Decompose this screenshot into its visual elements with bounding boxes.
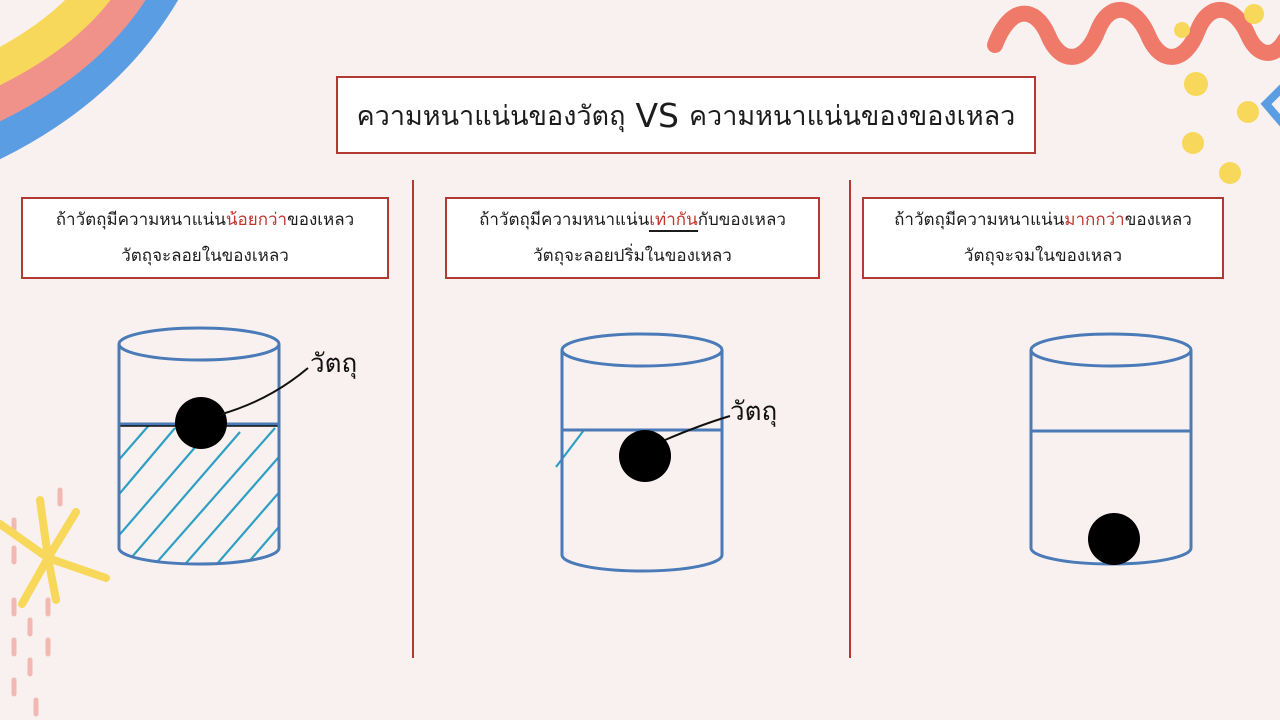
object-ball	[1088, 513, 1140, 565]
panel-less-dense-caption: ถ้าวัตถุมีความหนาแน่นน้อยกว่าของเหลว วัต…	[21, 197, 389, 279]
panel-text: ถ้าวัตถุมีความหนาแน่น	[55, 210, 226, 230]
beaker-rim	[560, 332, 724, 368]
panel-text: ถ้าวัตถุมีความหนาแน่น	[479, 210, 650, 230]
beaker-rim	[117, 326, 281, 362]
page-title: ความหนาแน่นของวัตถุ VS ความหนาแน่นของของ…	[336, 76, 1036, 154]
dots-decoration	[1174, 4, 1264, 184]
rainbow-decoration	[0, 0, 179, 160]
object-pointer-line	[221, 367, 309, 415]
panel-line2: วัตถุจะลอยปริ่มในของเหลว	[533, 246, 732, 266]
title-right: ความหนาแน่นของของเหลว	[688, 100, 1016, 132]
object-label: วัตถุ	[310, 349, 357, 379]
dashes-decoration	[11, 487, 63, 717]
panel-line1: ถ้าวัตถุมีความหนาแน่นเท่ากันกับของเหลว	[479, 202, 786, 238]
starburst-decoration	[0, 496, 110, 608]
panel-text: ของเหลว	[287, 210, 355, 230]
beaker-sunk	[1029, 332, 1193, 566]
beaker-body	[560, 350, 724, 573]
panel-line1: ถ้าวัตถุมีความหนาแน่นมากกว่าของเหลว	[894, 202, 1192, 238]
object-pointer-line	[664, 415, 731, 441]
panel-highlight: น้อยกว่า	[225, 210, 288, 230]
panel-equal-dense-caption: ถ้าวัตถุมีความหนาแน่นเท่ากันกับของเหลว ว…	[445, 197, 820, 279]
title-vs: VS	[635, 95, 679, 135]
panel-highlight: เท่ากัน	[649, 210, 698, 232]
beaker-body	[117, 344, 281, 566]
column-divider-1	[412, 180, 414, 658]
beaker-suspended: วัตถุ	[555, 332, 777, 573]
beaker-rim	[1029, 332, 1193, 368]
title-left: ความหนาแน่นของวัตถุ	[356, 100, 626, 132]
panel-line2: วัตถุจะจมในของเหลว	[963, 246, 1123, 266]
liquid-hatching	[555, 429, 585, 468]
panel-line1: ถ้าวัตถุมีความหนาแน่นน้อยกว่าของเหลว	[56, 202, 354, 238]
chevron-decoration	[1260, 84, 1280, 127]
object-ball	[619, 430, 671, 482]
object-label: วัตถุ	[730, 397, 777, 427]
panel-more-dense-caption: ถ้าวัตถุมีความหนาแน่นมากกว่าของเหลว วัตถ…	[862, 197, 1224, 279]
object-ball	[175, 397, 227, 449]
column-divider-2	[849, 180, 851, 658]
squiggle-decoration	[987, 2, 1280, 65]
panel-highlight: มากกว่า	[1064, 210, 1125, 230]
panel-text: ถ้าวัตถุมีความหนาแน่น	[894, 210, 1065, 230]
panel-text: ของเหลว	[1124, 210, 1192, 230]
panel-text: กับของเหลว	[697, 210, 786, 230]
panel-line2: วัตถุจะลอยในของเหลว	[121, 246, 289, 266]
beaker-floating: วัตถุ	[117, 326, 357, 566]
